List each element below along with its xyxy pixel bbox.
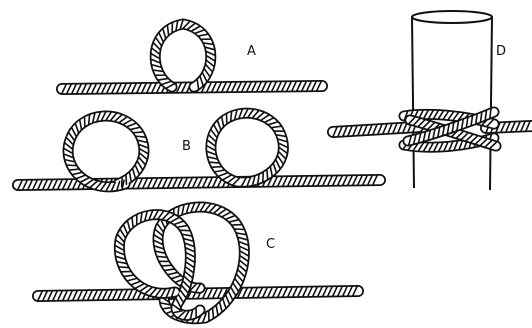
rope-twist-mark bbox=[162, 265, 171, 266]
rope-d-left bbox=[333, 123, 418, 137]
rope-twist-mark bbox=[89, 115, 90, 124]
label-b: B bbox=[182, 139, 191, 154]
rope-twist-mark bbox=[235, 229, 244, 230]
rope-twist-mark bbox=[485, 111, 486, 120]
figure-a: A bbox=[62, 20, 322, 94]
figure-b: B bbox=[18, 109, 380, 191]
rope-b-straight bbox=[18, 176, 380, 190]
post bbox=[412, 11, 492, 190]
rope-b-loop-right bbox=[207, 109, 288, 186]
rope-twist-mark bbox=[267, 170, 268, 179]
rope-twist-mark bbox=[490, 109, 491, 118]
rope-twist-mark bbox=[167, 26, 168, 35]
label-c: C bbox=[266, 237, 275, 252]
rope-twist-mark bbox=[181, 230, 190, 231]
rope-a-loop bbox=[151, 20, 215, 89]
rope-twist-mark bbox=[232, 225, 241, 226]
rope-twist-mark bbox=[157, 256, 166, 257]
rope-twist-mark bbox=[178, 207, 179, 216]
figure-c: C bbox=[38, 203, 358, 323]
rope-twist-mark bbox=[69, 169, 78, 170]
rope-twist-mark bbox=[134, 132, 143, 133]
rope-twist-mark bbox=[231, 112, 232, 121]
rope-twist-mark bbox=[126, 175, 127, 184]
rope-twist-mark bbox=[136, 136, 145, 137]
label-d: D bbox=[496, 44, 506, 59]
rope-twist-mark bbox=[119, 267, 128, 268]
rope-twist-mark bbox=[132, 218, 133, 227]
rope-twist-mark bbox=[213, 309, 214, 318]
figure-d: D bbox=[333, 11, 532, 190]
rope-twist-mark bbox=[210, 162, 219, 163]
label-a: A bbox=[247, 44, 256, 59]
